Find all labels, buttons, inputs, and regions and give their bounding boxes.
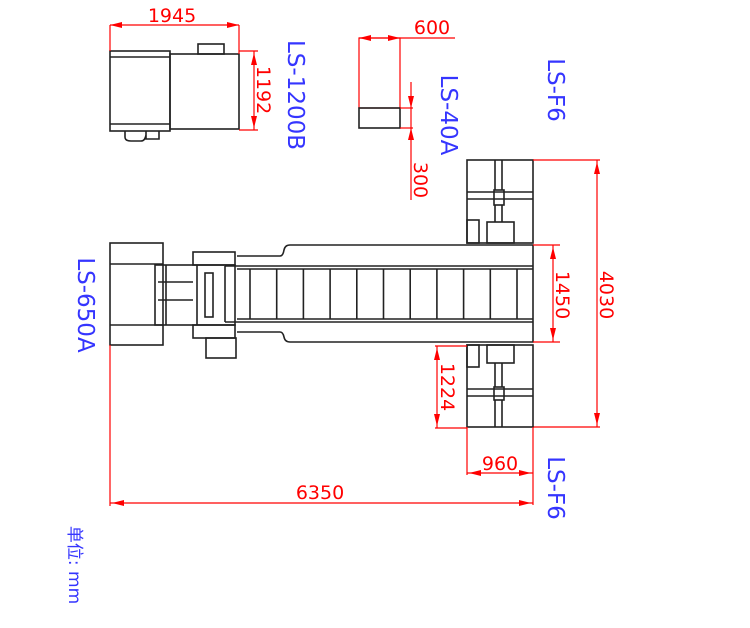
label-ls-650a: LS-650A <box>72 257 98 353</box>
ls-40a-machine <box>358 37 401 129</box>
dimension-960: 960 <box>466 427 534 505</box>
conveyor-frame <box>154 244 534 359</box>
unit-label: 单位: mm <box>64 526 84 604</box>
ls-f6-bottom-machine <box>466 344 534 428</box>
dim-1224-text: 1224 <box>436 363 458 411</box>
dimension-600: 600 <box>359 17 455 41</box>
ls-650a-machine <box>109 242 164 346</box>
ls-f6-top-machine <box>466 159 534 244</box>
dim-960-text: 960 <box>482 453 518 475</box>
label-ls-f6-bottom: LS-F6 <box>542 456 568 520</box>
dimension-300: 300 <box>400 82 431 200</box>
conveyor-slats <box>249 269 518 319</box>
dim-1450-text: 1450 <box>551 271 573 319</box>
dim-300-text: 300 <box>409 162 431 198</box>
label-ls-f6-top: LS-F6 <box>542 58 568 122</box>
dimension-1192: 1192 <box>239 50 274 131</box>
dim-1945-text: 1945 <box>148 5 196 27</box>
label-ls-1200b: LS-1200B <box>282 40 308 150</box>
label-ls-40a: LS-40A <box>435 75 461 156</box>
dimension-1450: 1450 <box>533 244 573 343</box>
dimension-1224: 1224 <box>434 345 467 429</box>
dimension-1945: 1945 <box>109 5 240 54</box>
dim-1192-text: 1192 <box>252 66 274 114</box>
dim-6350-text: 6350 <box>296 482 344 504</box>
ls-1200b-machine <box>109 43 240 142</box>
dimension-4030: 4030 <box>533 159 617 428</box>
dim-4030-text: 4030 <box>595 271 617 319</box>
dimension-6350: 6350 <box>109 345 533 506</box>
dim-600-text: 600 <box>414 17 450 39</box>
